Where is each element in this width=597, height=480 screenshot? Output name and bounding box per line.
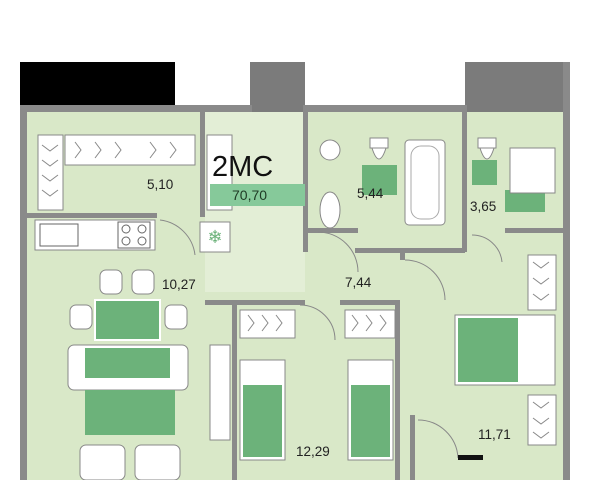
area-bedroom-main: 11,71 [478, 427, 511, 442]
main-wardrobe [527, 254, 557, 311]
bath-sink [319, 191, 341, 229]
total-area-label: 70,70 [232, 187, 267, 203]
door-swing-kitchen [159, 219, 196, 256]
storage-shelf-top [64, 134, 196, 166]
armchair-left [79, 444, 126, 480]
total-area-badge [210, 184, 305, 206]
balcony-block [20, 62, 175, 107]
area-kitchen-living: 10,27 [162, 277, 196, 292]
fridge [199, 221, 231, 253]
shower-accent [505, 190, 545, 212]
area-bedroom-kids: 12,29 [296, 444, 330, 459]
armchair-right [134, 444, 181, 480]
area-wc: 3,65 [470, 199, 496, 214]
stove [117, 221, 151, 249]
shelf-hangers [41, 141, 177, 197]
door-swing-bedroom-kids [299, 304, 336, 341]
double-bed-blanket [458, 318, 518, 382]
walls [20, 62, 570, 480]
radiator [458, 455, 483, 460]
toilet [369, 137, 389, 160]
door-swing-bedroom-main [417, 419, 459, 459]
storage-shelf-left [37, 134, 64, 211]
door-swing-bath [317, 231, 359, 273]
bathroom-accent [362, 165, 397, 195]
desk [209, 344, 231, 441]
wc-toilet [477, 137, 497, 160]
wc-accent [472, 160, 497, 185]
sink [39, 223, 79, 247]
main-wardrobe-lower [527, 394, 557, 446]
bath-sink-top [319, 139, 341, 161]
main-wardrobe-hangers [532, 261, 550, 439]
bathtub-inner [410, 145, 440, 220]
rug [85, 390, 175, 435]
dining-table [94, 299, 161, 341]
bed-right-blanket [351, 385, 390, 457]
snowflake-icon: ❄ [207, 227, 222, 247]
area-hallway: 7,44 [345, 275, 372, 290]
area-entry-storage: 5,10 [147, 177, 173, 192]
door-swing-hall [404, 259, 446, 301]
shower [509, 147, 556, 194]
column-right [465, 62, 565, 112]
apartment-code: 2МС [212, 151, 273, 183]
door-swing-wc [471, 234, 503, 263]
column-left [250, 62, 305, 112]
bed-left-blanket [243, 385, 282, 457]
area-bathroom: 5,44 [357, 186, 384, 201]
sofa-cushions [85, 348, 170, 378]
wardrobe-hangers [247, 314, 387, 332]
wardrobe-right [344, 309, 396, 339]
dining-chairs [69, 269, 188, 330]
